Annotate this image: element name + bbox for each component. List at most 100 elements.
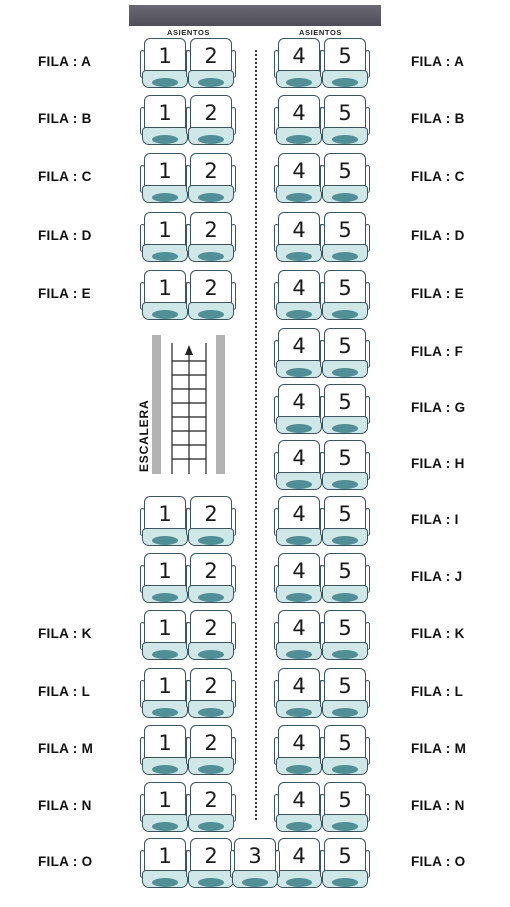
seat-b-2[interactable]: 2 <box>186 95 236 145</box>
seat-o-2[interactable]: 2 <box>186 838 236 888</box>
right-seats-header: ASIENTOS <box>299 28 343 37</box>
seat-number: 2 <box>204 218 218 242</box>
seat-n-4[interactable]: 4 <box>274 782 324 832</box>
seat-o-4[interactable]: 4 <box>274 838 324 888</box>
seat-h-5[interactable]: 5 <box>320 440 370 490</box>
seat-number: 1 <box>158 674 172 698</box>
seat-cushion-icon <box>286 593 312 602</box>
seat-m-2[interactable]: 2 <box>186 725 236 775</box>
seat-i-4[interactable]: 4 <box>274 496 324 546</box>
seat-cushion-icon <box>332 78 358 87</box>
seat-number: 5 <box>338 731 352 755</box>
seat-cushion-icon <box>198 650 224 659</box>
seat-d-5[interactable]: 5 <box>320 212 370 262</box>
seat-j-4[interactable]: 4 <box>274 553 324 603</box>
seat-a-4[interactable]: 4 <box>274 38 324 88</box>
seat-number: 4 <box>292 390 306 414</box>
seat-cushion-icon <box>286 822 312 831</box>
seat-l-1[interactable]: 1 <box>140 668 190 718</box>
row-label-right-g: FILA : G <box>411 400 466 415</box>
row-label-right-f: FILA : F <box>411 344 464 359</box>
row-label-right-j: FILA : J <box>411 569 463 584</box>
seat-n-5[interactable]: 5 <box>320 782 370 832</box>
seat-k-4[interactable]: 4 <box>274 610 324 660</box>
seat-k-5[interactable]: 5 <box>320 610 370 660</box>
seat-i-2[interactable]: 2 <box>186 496 236 546</box>
seat-n-1[interactable]: 1 <box>140 782 190 832</box>
seat-c-2[interactable]: 2 <box>186 153 236 203</box>
seat-k-1[interactable]: 1 <box>140 610 190 660</box>
seat-cushion-icon <box>152 536 178 545</box>
seat-a-1[interactable]: 1 <box>140 38 190 88</box>
seat-number: 2 <box>204 674 218 698</box>
seat-b-5[interactable]: 5 <box>320 95 370 145</box>
seat-o-5[interactable]: 5 <box>320 838 370 888</box>
seat-cushion-icon <box>286 765 312 774</box>
seat-b-1[interactable]: 1 <box>140 95 190 145</box>
seat-j-2[interactable]: 2 <box>186 553 236 603</box>
seat-g-4[interactable]: 4 <box>274 384 324 434</box>
seat-b-4[interactable]: 4 <box>274 95 324 145</box>
seat-f-4[interactable]: 4 <box>274 328 324 378</box>
row-label-right-o: FILA : O <box>411 854 466 869</box>
left-seats-header: ASIENTOS <box>167 28 211 37</box>
seat-o-1[interactable]: 1 <box>140 838 190 888</box>
row-label-right-h: FILA : H <box>411 456 465 471</box>
seat-number: 1 <box>158 502 172 526</box>
seat-cushion-icon <box>152 310 178 319</box>
stair-rail-right <box>216 335 225 474</box>
seat-j-1[interactable]: 1 <box>140 553 190 603</box>
seat-cushion-icon <box>286 135 312 144</box>
seat-number: 2 <box>204 502 218 526</box>
seat-j-5[interactable]: 5 <box>320 553 370 603</box>
seat-l-5[interactable]: 5 <box>320 668 370 718</box>
seat-cushion-icon <box>198 193 224 202</box>
seat-cushion-icon <box>332 480 358 489</box>
seat-d-4[interactable]: 4 <box>274 212 324 262</box>
seat-number: 4 <box>292 446 306 470</box>
seat-d-2[interactable]: 2 <box>186 212 236 262</box>
seat-cushion-icon <box>332 593 358 602</box>
seat-number: 1 <box>158 276 172 300</box>
seat-l-2[interactable]: 2 <box>186 668 236 718</box>
seat-cushion-icon <box>152 878 178 887</box>
seat-cushion-icon <box>198 708 224 717</box>
seat-number: 1 <box>158 159 172 183</box>
seat-o-3[interactable]: 3 <box>230 838 280 888</box>
seat-number: 4 <box>292 731 306 755</box>
seat-g-5[interactable]: 5 <box>320 384 370 434</box>
seat-cushion-icon <box>286 536 312 545</box>
row-label-left-d: FILA : D <box>38 228 92 243</box>
seat-cushion-icon <box>332 708 358 717</box>
seat-cushion-icon <box>198 78 224 87</box>
seat-m-1[interactable]: 1 <box>140 725 190 775</box>
seat-e-2[interactable]: 2 <box>186 270 236 320</box>
seat-a-5[interactable]: 5 <box>320 38 370 88</box>
seat-number: 4 <box>292 334 306 358</box>
seat-number: 5 <box>338 559 352 583</box>
seat-cushion-icon <box>286 310 312 319</box>
seat-cushion-icon <box>152 78 178 87</box>
seat-f-5[interactable]: 5 <box>320 328 370 378</box>
seat-i-1[interactable]: 1 <box>140 496 190 546</box>
seat-number: 1 <box>158 844 172 868</box>
seat-d-1[interactable]: 1 <box>140 212 190 262</box>
seat-k-2[interactable]: 2 <box>186 610 236 660</box>
seat-a-2[interactable]: 2 <box>186 38 236 88</box>
seat-h-4[interactable]: 4 <box>274 440 324 490</box>
seat-e-4[interactable]: 4 <box>274 270 324 320</box>
seat-c-4[interactable]: 4 <box>274 153 324 203</box>
seat-c-5[interactable]: 5 <box>320 153 370 203</box>
seat-e-1[interactable]: 1 <box>140 270 190 320</box>
seat-cushion-icon <box>198 822 224 831</box>
seat-n-2[interactable]: 2 <box>186 782 236 832</box>
seat-number: 1 <box>158 218 172 242</box>
seat-e-5[interactable]: 5 <box>320 270 370 320</box>
seat-l-4[interactable]: 4 <box>274 668 324 718</box>
seat-m-4[interactable]: 4 <box>274 725 324 775</box>
seat-i-5[interactable]: 5 <box>320 496 370 546</box>
seat-m-5[interactable]: 5 <box>320 725 370 775</box>
seat-c-1[interactable]: 1 <box>140 153 190 203</box>
seat-number: 5 <box>338 276 352 300</box>
row-label-right-k: FILA : K <box>411 626 465 641</box>
